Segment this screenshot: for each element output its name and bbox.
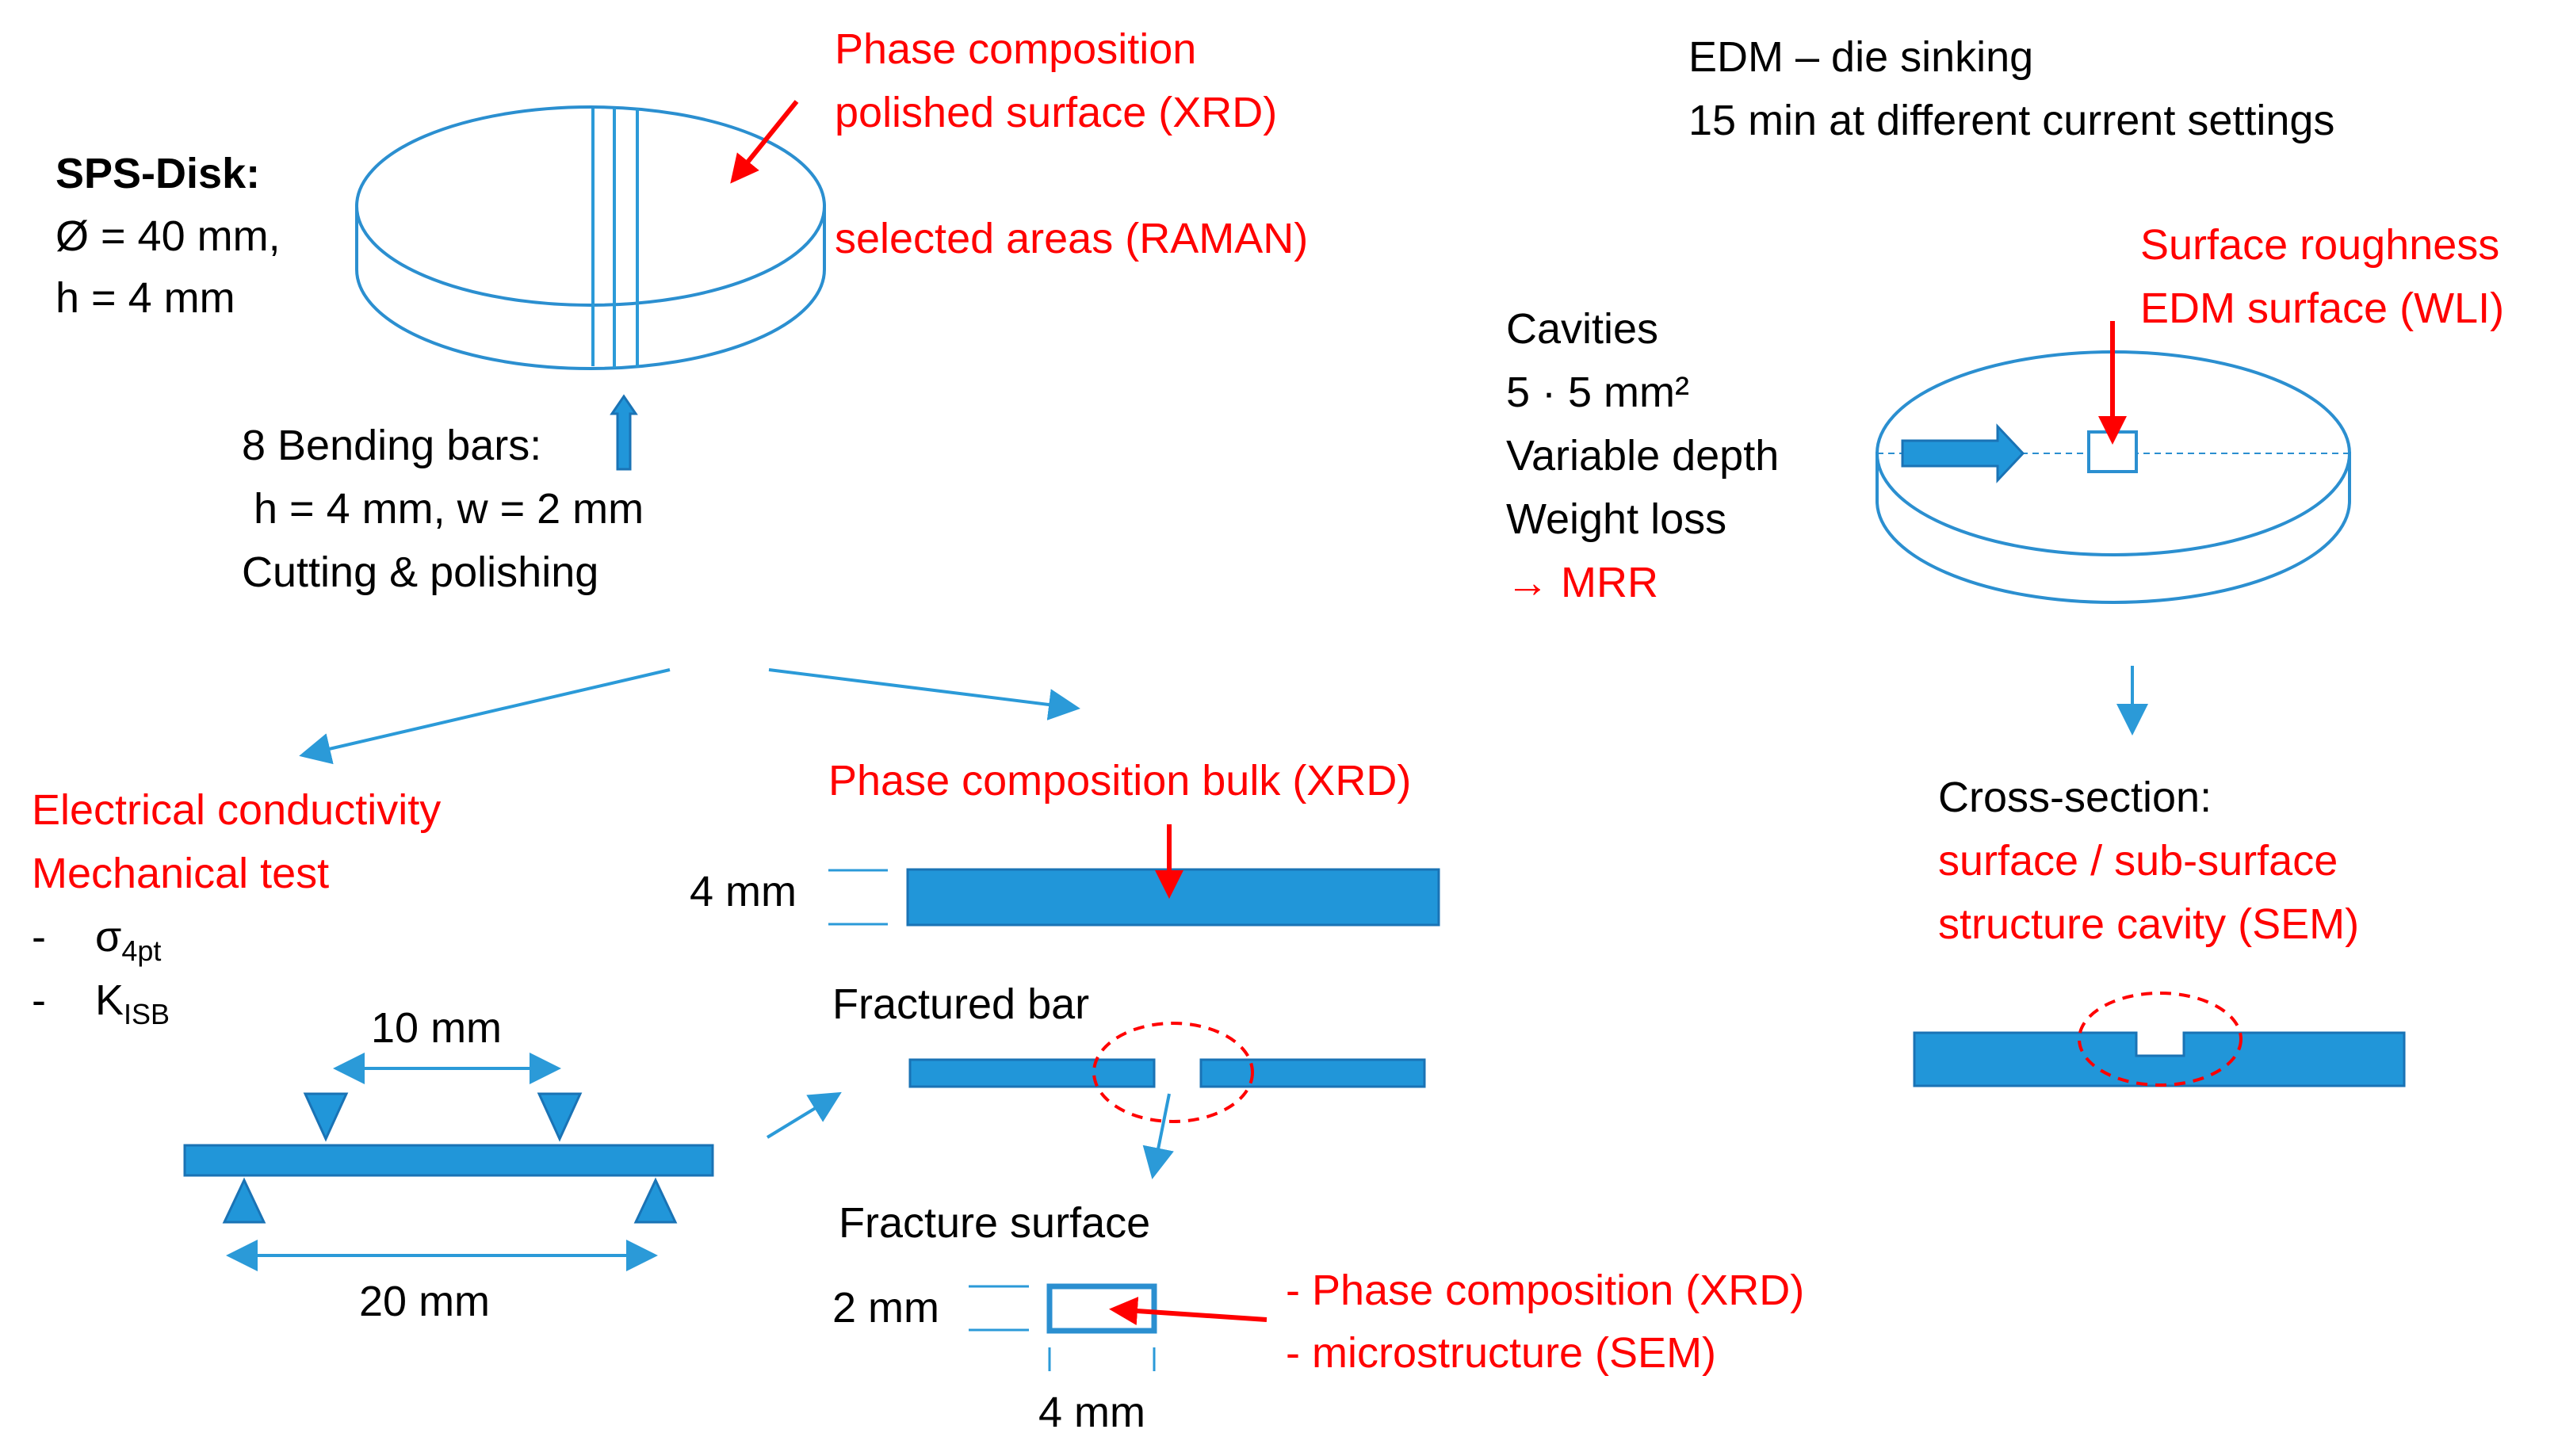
fracture-surface-label: Fracture surface: [839, 1199, 1150, 1247]
support-right: [633, 1177, 678, 1224]
sigma-subscript: 4pt: [121, 934, 161, 967]
bulk-thickness-label: 4 mm: [690, 868, 797, 915]
xrd-surface-arrow: [730, 100, 799, 184]
sigma-dash: -: [32, 913, 46, 961]
branch-arrow-left: [299, 668, 671, 765]
bulk-bar: [906, 868, 1440, 927]
disk-height: h = 4 mm: [55, 274, 235, 322]
roughness-line2: EDM surface (WLI): [2140, 285, 2504, 332]
loading-pin-right: [537, 1092, 583, 1142]
electrical-line2: Mechanical test: [32, 850, 329, 897]
sigma-4pt: σ4pt: [95, 913, 161, 967]
raman-label: selected areas (RAMAN): [835, 215, 1308, 262]
cross-section-highlight: [2078, 992, 2243, 1087]
disk-to-bars-arrow: [610, 394, 638, 471]
sps-disk: [355, 105, 826, 370]
electrical-line1: Electrical conductivity: [32, 786, 441, 834]
k-subscript: ISB: [124, 998, 170, 1030]
inner-span-label: 10 mm: [371, 1004, 502, 1052]
cross-section-title: Cross-section:: [1938, 774, 2212, 821]
bulk-label: Phase composition bulk (XRD): [828, 757, 1411, 804]
xrd-surface-line1: Phase composition: [835, 25, 1196, 73]
disk-diameter: Ø = 40 mm,: [55, 212, 281, 260]
cavities-line5: → MRR: [1506, 559, 1658, 606]
roughness-line1: Surface roughness: [2140, 221, 2499, 269]
edm-line1: EDM – die sinking: [1688, 33, 2033, 81]
cavities-line4: Weight loss: [1506, 495, 1726, 543]
bending-line3: Cutting & polishing: [242, 548, 598, 596]
disk-title: SPS-Disk:: [55, 150, 260, 197]
edm-line2: 15 min at different current settings: [1688, 97, 2334, 144]
cross-section-line2: structure cavity (SEM): [1938, 900, 2359, 948]
cavities-line2: 5 · 5 mm²: [1506, 369, 1689, 416]
xrd-surface-line2: polished surface (XRD): [835, 89, 1277, 136]
bending-test-setup: [183, 1053, 714, 1271]
bending-line2: h = 4 mm, w = 2 mm: [242, 485, 644, 533]
k-isb: KISB: [95, 976, 170, 1030]
fractured-bar-label: Fractured bar: [832, 980, 1089, 1028]
outer-span-label: 20 mm: [359, 1278, 490, 1325]
bending-line1: 8 Bending bars:: [242, 422, 541, 469]
sigma-symbol: σ: [95, 913, 121, 961]
fracture-width-label: 4 mm: [1038, 1389, 1145, 1436]
k-symbol: K: [95, 976, 124, 1024]
fracture-surface-rect: [1046, 1283, 1157, 1334]
fracture-to-surface-arrow: [1142, 1093, 1174, 1179]
fractured-bar-left: [908, 1058, 1156, 1088]
test-bar: [183, 1144, 714, 1177]
fracture-result2: - microstructure (SEM): [1286, 1329, 1716, 1377]
cross-section-line1: surface / sub-surface: [1938, 837, 2338, 885]
fracture-result-arrow: [1109, 1297, 1268, 1325]
cavities-line1: Cavities: [1506, 305, 1658, 353]
cavities-line3: Variable depth: [1506, 432, 1779, 480]
fracture-result1: - Phase composition (XRD): [1286, 1267, 1804, 1314]
cross-section-bar: [1913, 1031, 2406, 1087]
k-dash: -: [32, 976, 46, 1024]
edm-disk: [1875, 350, 2351, 604]
fracture-height-label: 2 mm: [832, 1284, 939, 1332]
test-to-fracture-arrow: [766, 1091, 842, 1139]
electrode-arrow: [1901, 423, 2025, 483]
branch-arrow-right: [768, 668, 1080, 720]
fractured-bar-right: [1199, 1058, 1426, 1088]
loading-pin-left: [303, 1092, 349, 1142]
support-left: [222, 1177, 266, 1224]
fracture-highlight: [1092, 1022, 1254, 1123]
